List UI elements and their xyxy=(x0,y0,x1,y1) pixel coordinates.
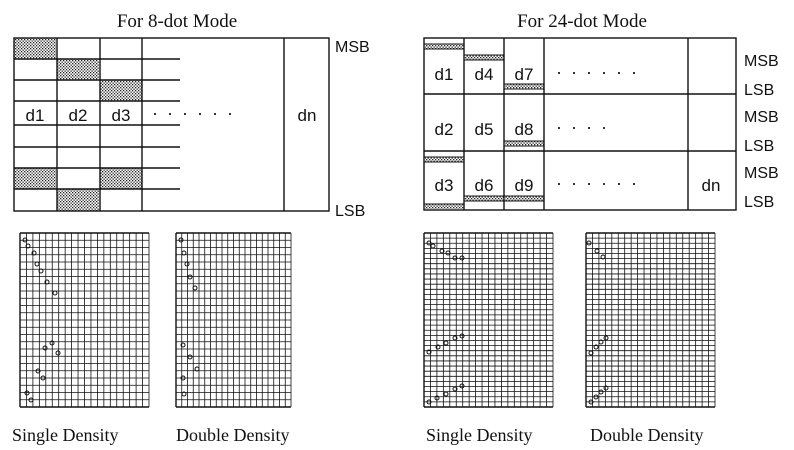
last-data-label: dn xyxy=(298,106,317,125)
data-cell-label: d2 xyxy=(435,120,454,139)
set-bit-strip xyxy=(425,157,464,162)
eight-dot-byte-table: d1 d2 d3 · · · · · · dn MSB LSB xyxy=(13,37,370,220)
double-density-caption: Double Density xyxy=(590,425,703,445)
msb-label: MSB xyxy=(744,53,779,70)
data-cell-label: d1 xyxy=(435,65,454,84)
twenty-four-dot-single-density-grid xyxy=(423,232,554,408)
double-density-caption: Double Density xyxy=(176,425,289,445)
data-cell-label: d9 xyxy=(515,176,534,195)
eight-dot-title: For 8-dot Mode xyxy=(117,11,237,32)
eight-dot-single-density-grid xyxy=(19,232,150,408)
lsb-label: LSB xyxy=(744,82,774,99)
set-bit-cell xyxy=(57,189,99,211)
set-bit-strip xyxy=(425,204,464,209)
data-cell-label: d7 xyxy=(515,65,534,84)
single-density-caption: Single Density xyxy=(426,425,533,445)
continuation-dots: · · · · · · xyxy=(152,103,235,123)
continuation-dots: · · · · · · xyxy=(556,62,639,82)
set-bit-cell xyxy=(14,38,56,59)
set-bit-strip xyxy=(505,141,544,146)
data-cell-label: d2 xyxy=(69,106,88,125)
set-bit-strip xyxy=(505,84,544,89)
single-density-caption: Single Density xyxy=(12,425,119,445)
data-cell-label: d6 xyxy=(475,176,494,195)
last-data-label: dn xyxy=(702,176,721,195)
set-bit-strip xyxy=(505,196,544,201)
twenty-four-dot-section: For 24-dot Mode xyxy=(423,11,779,445)
eight-dot-section: For 8-dot Mode xyxy=(12,11,370,445)
data-cell-label: d5 xyxy=(475,120,494,139)
lsb-label: LSB xyxy=(335,203,365,220)
set-bit-cell xyxy=(100,80,142,101)
twenty-four-dot-double-density-grid xyxy=(585,232,716,408)
lsb-label: LSB xyxy=(744,138,774,155)
set-bit-cell xyxy=(100,168,142,189)
data-cell-label: d1 xyxy=(26,106,45,125)
data-cell-label: d4 xyxy=(475,65,494,84)
set-bit-cell xyxy=(14,168,56,189)
msb-label: MSB xyxy=(335,39,370,56)
set-bit-cell xyxy=(57,59,99,80)
msb-label: MSB xyxy=(744,165,779,182)
continuation-dots: · · · · xyxy=(556,117,609,137)
twenty-four-dot-title: For 24-dot Mode xyxy=(517,11,647,32)
lsb-label: LSB xyxy=(744,194,774,211)
continuation-dots: · · · · · · xyxy=(556,173,639,193)
data-cell-label: d8 xyxy=(515,120,534,139)
msb-label: MSB xyxy=(744,109,779,126)
twenty-four-dot-byte-table: d1 d4 d7 · · · · · · d2 d5 d8 · · · · d3… xyxy=(423,37,779,211)
eight-dot-double-density-grid xyxy=(175,232,292,408)
set-bit-strip xyxy=(465,55,504,60)
data-cell-label: d3 xyxy=(435,176,454,195)
data-cell-label: d3 xyxy=(112,106,131,125)
set-bit-strip xyxy=(465,196,504,201)
set-bit-strip xyxy=(425,44,464,49)
